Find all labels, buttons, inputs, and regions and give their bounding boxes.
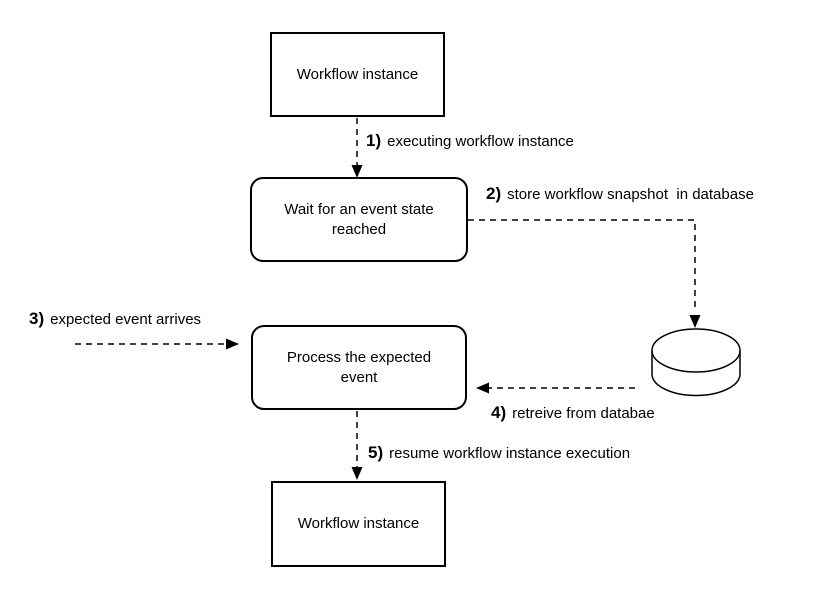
edge-label-step2-text: store workflow snapshot in database: [507, 186, 754, 203]
edge-label-step5-number: 5): [368, 443, 384, 462]
node-wait-for-event-state-label-line2: reached: [331, 220, 387, 238]
node-wait-for-event-state-label-line1: Wait for an event state: [284, 200, 434, 218]
edge-label-step1-text: executing workflow instance: [387, 133, 574, 150]
edge-label-step4: 4) retreive from databae: [491, 403, 655, 423]
edge-step1-arrowhead: [351, 165, 363, 178]
edge-step4-arrowhead: [476, 382, 489, 394]
edge-step2-arrowhead: [689, 315, 701, 328]
database-cylinder-icon: [651, 328, 741, 397]
edge-step2-line: [468, 219, 696, 307]
edge-label-step1: 1) executing workflow instance: [366, 131, 574, 151]
node-process-expected-event-label-line1: Process the expected: [286, 348, 432, 366]
database-cylinder-top: [651, 328, 741, 373]
edge-label-step5: 5) resume workflow instance execution: [368, 443, 630, 463]
node-process-expected-event-label-line2: event: [340, 368, 378, 386]
node-wait-for-event-state: Wait for an event state reached: [250, 177, 468, 262]
edge-label-step5-text: resume workflow instance execution: [389, 445, 631, 462]
node-workflow-instance-bottom-label: Workflow instance: [297, 515, 420, 532]
node-workflow-instance-bottom: Workflow instance: [271, 481, 446, 567]
edge-label-step2-number: 2): [486, 184, 502, 203]
edge-label-step2: 2) store workflow snapshot in database: [486, 184, 754, 204]
edge-step3-arrowhead: [226, 338, 239, 350]
edge-step5-arrowhead: [351, 467, 363, 480]
edge-label-step3-text: expected event arrives: [50, 311, 202, 328]
node-process-expected-event: Process the expected event: [251, 325, 467, 410]
edge-label-step1-number: 1): [366, 131, 382, 150]
node-workflow-instance-top: Workflow instance: [270, 32, 445, 117]
edge-label-step3-number: 3): [29, 309, 45, 328]
node-workflow-instance-top-label: Workflow instance: [296, 65, 419, 83]
edge-label-step4-number: 4): [491, 403, 507, 422]
edge-label-step4-text: retreive from databae: [512, 405, 655, 422]
edge-label-step3: 3) expected event arrives: [29, 309, 201, 329]
